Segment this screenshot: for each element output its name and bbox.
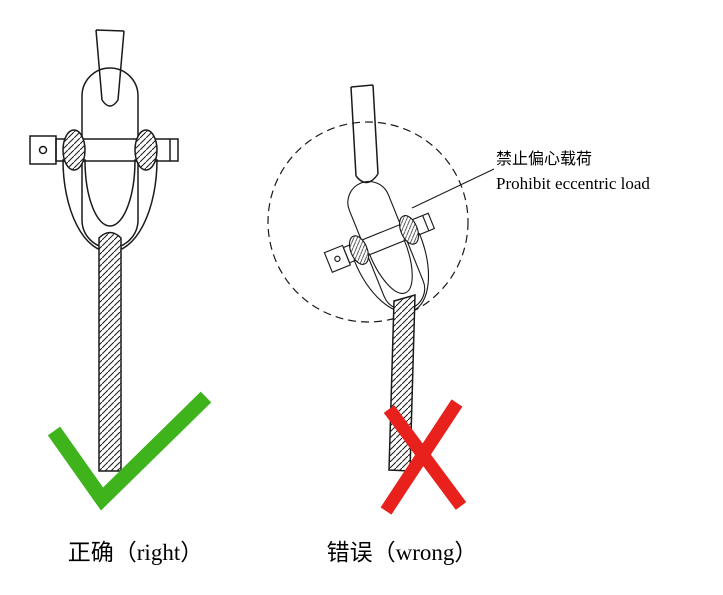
caption-correct: 正确（right） (67, 540, 204, 565)
cross-icon (380, 399, 467, 515)
caption-wrong: 错误（wrong） (326, 540, 478, 565)
eccentric-load-annotation: 禁止偏心载荷 Prohibit eccentric load (496, 148, 650, 196)
tilted-shackle (304, 163, 461, 334)
wrong-figure (267, 84, 495, 515)
top-strap (350, 84, 379, 184)
check-icon (47, 391, 212, 511)
annotation-text-en: Prohibit eccentric load (496, 174, 650, 193)
correct-figure (29, 29, 212, 511)
annotation-text-zh: 禁止偏心载荷 (496, 151, 593, 168)
dashed-highlight-circle (267, 121, 469, 323)
shackle (29, 67, 179, 253)
top-strap (95, 29, 125, 107)
annotation-leader-line (411, 168, 495, 209)
sling-strap (98, 231, 122, 472)
